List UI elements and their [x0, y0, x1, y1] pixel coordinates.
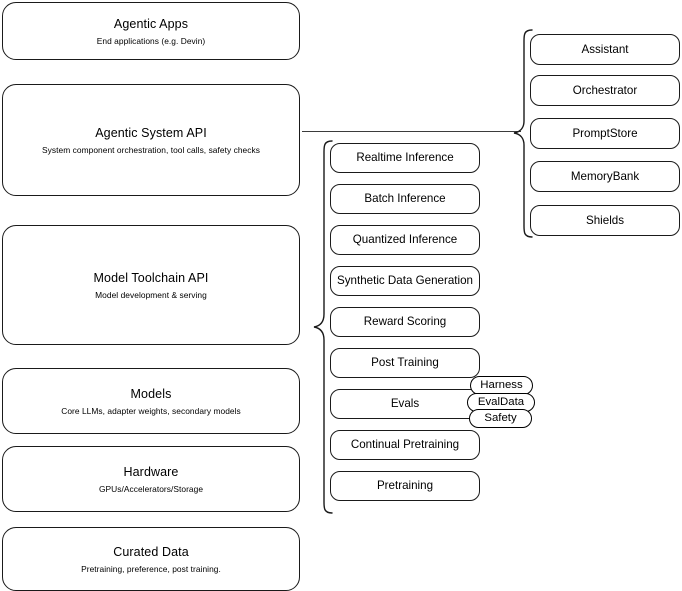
- eval-tag-label: EvalData: [477, 396, 525, 408]
- system-component-box-memorybank[interactable]: MemoryBank: [530, 161, 680, 192]
- eval-tag-label: Harness: [480, 379, 523, 391]
- component-label: Post Training: [371, 356, 439, 369]
- layer-title: Agentic System API: [95, 125, 207, 140]
- layer-subtitle: End applications (e.g. Devin): [96, 35, 206, 46]
- eval-tag-harness[interactable]: Harness: [470, 376, 533, 395]
- component-label: Batch Inference: [364, 192, 446, 205]
- system-component-label: Orchestrator: [572, 83, 638, 97]
- component-box-post-training[interactable]: Post Training: [330, 348, 480, 378]
- layer-box-agentic-apps[interactable]: Agentic Apps End applications (e.g. Devi…: [2, 2, 300, 60]
- layer-subtitle: System component orchestration, tool cal…: [42, 144, 260, 155]
- component-label: Continual Pretraining: [350, 438, 460, 451]
- system-component-label: PromptStore: [572, 126, 638, 140]
- component-box-realtime-inference[interactable]: Realtime Inference: [330, 143, 480, 173]
- layer-subtitle: Model development & serving: [95, 289, 207, 300]
- layer-title: Models: [130, 386, 172, 401]
- layer-subtitle: Core LLMs, adapter weights, secondary mo…: [61, 405, 241, 416]
- component-box-evals[interactable]: Evals: [330, 389, 480, 419]
- layer-box-agentic-system-api[interactable]: Agentic System API System component orch…: [2, 84, 300, 196]
- system-component-box-orchestrator[interactable]: Orchestrator: [530, 75, 680, 106]
- layer-box-model-toolchain-api[interactable]: Model Toolchain API Model development & …: [2, 225, 300, 345]
- layer-title: Model Toolchain API: [93, 270, 209, 285]
- component-box-reward-scoring[interactable]: Reward Scoring: [330, 307, 480, 337]
- component-label: Realtime Inference: [356, 151, 454, 164]
- layer-box-curated-data[interactable]: Curated Data Pretraining, preference, po…: [2, 527, 300, 591]
- layer-box-models[interactable]: Models Core LLMs, adapter weights, secon…: [2, 368, 300, 434]
- connector-line-system-api-to-components: [302, 130, 521, 132]
- component-box-continual-pretraining[interactable]: Continual Pretraining: [330, 430, 480, 460]
- system-component-box-promptstore[interactable]: PromptStore: [530, 118, 680, 149]
- component-box-pretraining[interactable]: Pretraining: [330, 471, 480, 501]
- layer-subtitle: Pretraining, preference, post training.: [81, 563, 221, 574]
- component-box-batch-inference[interactable]: Batch Inference: [330, 184, 480, 214]
- layer-title: Agentic Apps: [113, 16, 189, 31]
- component-label: Evals: [390, 397, 420, 410]
- system-component-label: Shields: [585, 213, 625, 227]
- eval-tag-label: Safety: [484, 412, 517, 424]
- component-label: Synthetic Data Generation: [337, 274, 473, 287]
- component-box-synthetic-data-generation[interactable]: Synthetic Data Generation: [330, 266, 480, 296]
- system-component-label: Assistant: [581, 42, 629, 56]
- layer-title: Hardware: [123, 464, 179, 479]
- component-label: Pretraining: [376, 479, 434, 492]
- layer-title: Curated Data: [113, 544, 189, 559]
- component-label: Reward Scoring: [363, 315, 447, 328]
- layer-box-hardware[interactable]: Hardware GPUs/Accelerators/Storage: [2, 446, 300, 512]
- system-component-label: MemoryBank: [570, 169, 640, 183]
- layer-subtitle: GPUs/Accelerators/Storage: [98, 483, 204, 494]
- eval-tag-safety[interactable]: Safety: [469, 409, 532, 428]
- eval-tag-evaldata[interactable]: EvalData: [467, 393, 535, 412]
- system-component-box-assistant[interactable]: Assistant: [530, 34, 680, 65]
- component-label: Quantized Inference: [352, 233, 458, 246]
- component-box-quantized-inference[interactable]: Quantized Inference: [330, 225, 480, 255]
- system-component-box-shields[interactable]: Shields: [530, 205, 680, 236]
